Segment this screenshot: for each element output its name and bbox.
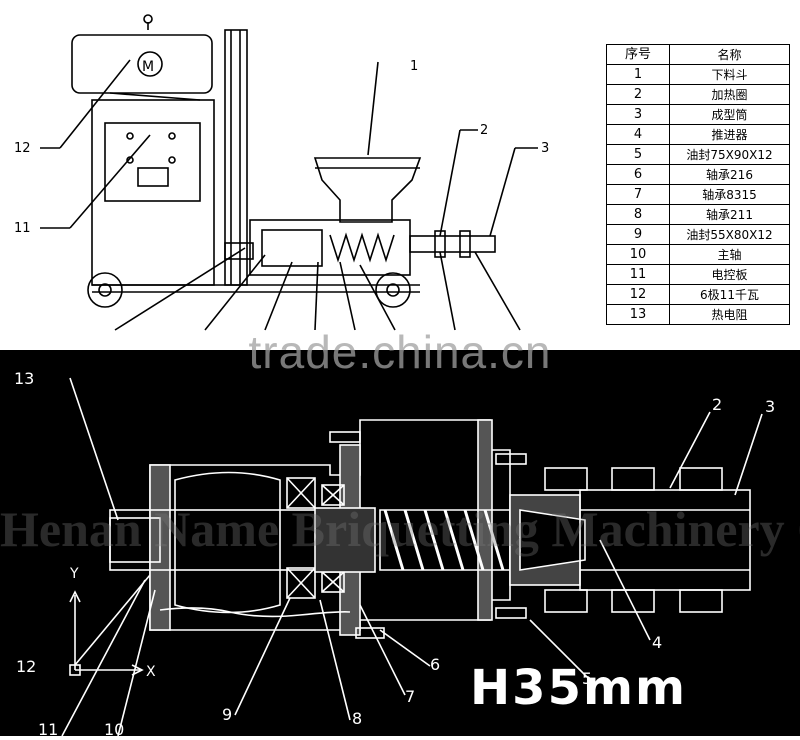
bearing-bottom — [286, 567, 316, 599]
screw-flights — [383, 509, 505, 571]
row-no: 2 — [606, 84, 670, 105]
section-label-5: 5 — [582, 669, 592, 688]
section-label-2: 2 — [712, 395, 722, 414]
belt-column — [224, 29, 248, 286]
row-name: 轴承216 — [669, 164, 790, 185]
motor-letter: M — [142, 59, 154, 75]
row-name: 下料斗 — [669, 64, 790, 85]
row-no: 10 — [606, 244, 670, 265]
section-label-8: 8 — [352, 709, 362, 728]
row-name: 6极11千瓦 — [669, 284, 790, 305]
row-name: 油封75X90X12 — [669, 144, 790, 165]
motor-housing — [71, 34, 213, 94]
side-view-svg: M 1 2 3 12 11 — [14, 14, 549, 331]
section-label-11: 11 — [38, 720, 58, 736]
forming-tube — [409, 235, 496, 253]
top-label-2: 2 — [480, 123, 488, 138]
section-label-4: 4 — [652, 633, 662, 652]
section-view-svg: 2 3 4 5 6 7 8 9 10 11 12 13 Y X — [14, 369, 775, 739]
row-no: 3 — [606, 104, 670, 125]
section-label-7: 7 — [405, 687, 415, 706]
top-label-12: 12 — [14, 141, 31, 156]
row-name: 油封55X80X12 — [669, 224, 790, 245]
hopper — [313, 157, 422, 223]
wheel-right — [375, 272, 411, 308]
row-name: 推进器 — [669, 124, 790, 145]
header-name: 名称 — [669, 44, 790, 65]
row-name: 主轴 — [669, 244, 790, 265]
row-no: 8 — [606, 204, 670, 225]
row-no: 1 — [606, 64, 670, 85]
axis-y-label: Y — [69, 566, 79, 582]
header-serial: 序号 — [606, 44, 670, 65]
wheel-left — [87, 272, 123, 308]
row-name: 加热圈 — [669, 84, 790, 105]
row-name: 轴承211 — [669, 204, 790, 225]
row-no: 11 — [606, 264, 670, 285]
row-name: 轴承8315 — [669, 184, 790, 205]
row-name: 成型筒 — [669, 104, 790, 125]
row-no: 12 — [606, 284, 670, 305]
bearing-housing — [174, 471, 281, 614]
section-label-13: 13 — [14, 369, 34, 388]
top-label-11: 11 — [14, 221, 31, 236]
forming-tube-section — [579, 489, 751, 591]
row-no: 7 — [606, 184, 670, 205]
dimension-note: H35mm — [470, 660, 687, 716]
section-label-6: 6 — [430, 655, 440, 674]
row-no: 6 — [606, 164, 670, 185]
axis-x-label: X — [146, 664, 156, 680]
control-panel — [104, 122, 201, 202]
section-view-drawing: 2 3 4 5 6 7 8 9 10 11 12 13 Y X — [0, 350, 800, 739]
bearing-top — [286, 477, 316, 509]
top-label-1: 1 — [410, 59, 418, 74]
section-label-9: 9 — [222, 705, 232, 724]
section-label-3: 3 — [765, 397, 775, 416]
top-label-3: 3 — [541, 141, 549, 156]
row-no: 4 — [606, 124, 670, 145]
section-label-12: 12 — [16, 657, 36, 676]
row-name: 热电阻 — [669, 304, 790, 325]
control-cabinet — [91, 99, 215, 286]
parts-table-header: 序号 名称 — [606, 44, 790, 65]
motor-symbol — [137, 51, 163, 77]
row-no: 5 — [606, 144, 670, 165]
main-shaft — [109, 509, 341, 571]
row-name: 电控板 — [669, 264, 790, 285]
row-no: 9 — [606, 224, 670, 245]
row-no: 13 — [606, 304, 670, 325]
section-label-10: 10 — [104, 720, 124, 736]
